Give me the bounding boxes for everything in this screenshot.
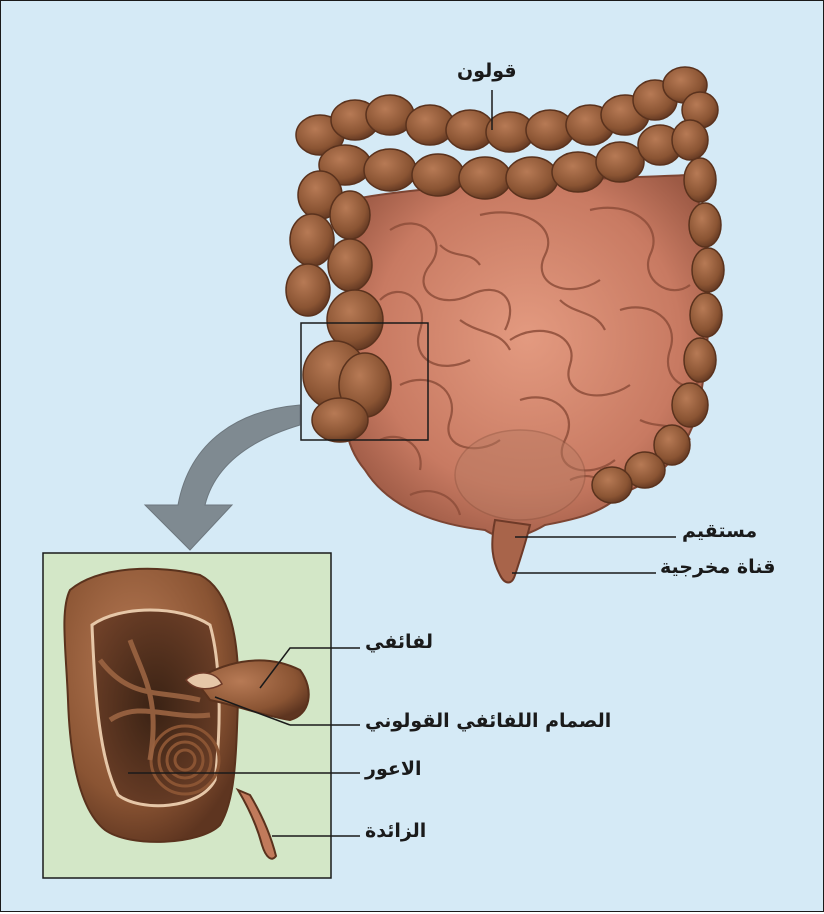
label-colon: قولون <box>457 62 517 81</box>
label-ileum: لفائفي <box>365 633 433 652</box>
small-intestine-mass <box>346 175 709 583</box>
zoom-arrow <box>145 405 300 550</box>
label-ileocecal-valve: الصمام اللفائفي القولوني <box>365 712 611 731</box>
label-anal-canal: قناة مخرجية <box>660 558 775 577</box>
label-appendix: الزائدة <box>365 822 426 841</box>
label-cecum: الاعور <box>365 760 422 779</box>
label-rectum: مستقيم <box>682 522 757 541</box>
